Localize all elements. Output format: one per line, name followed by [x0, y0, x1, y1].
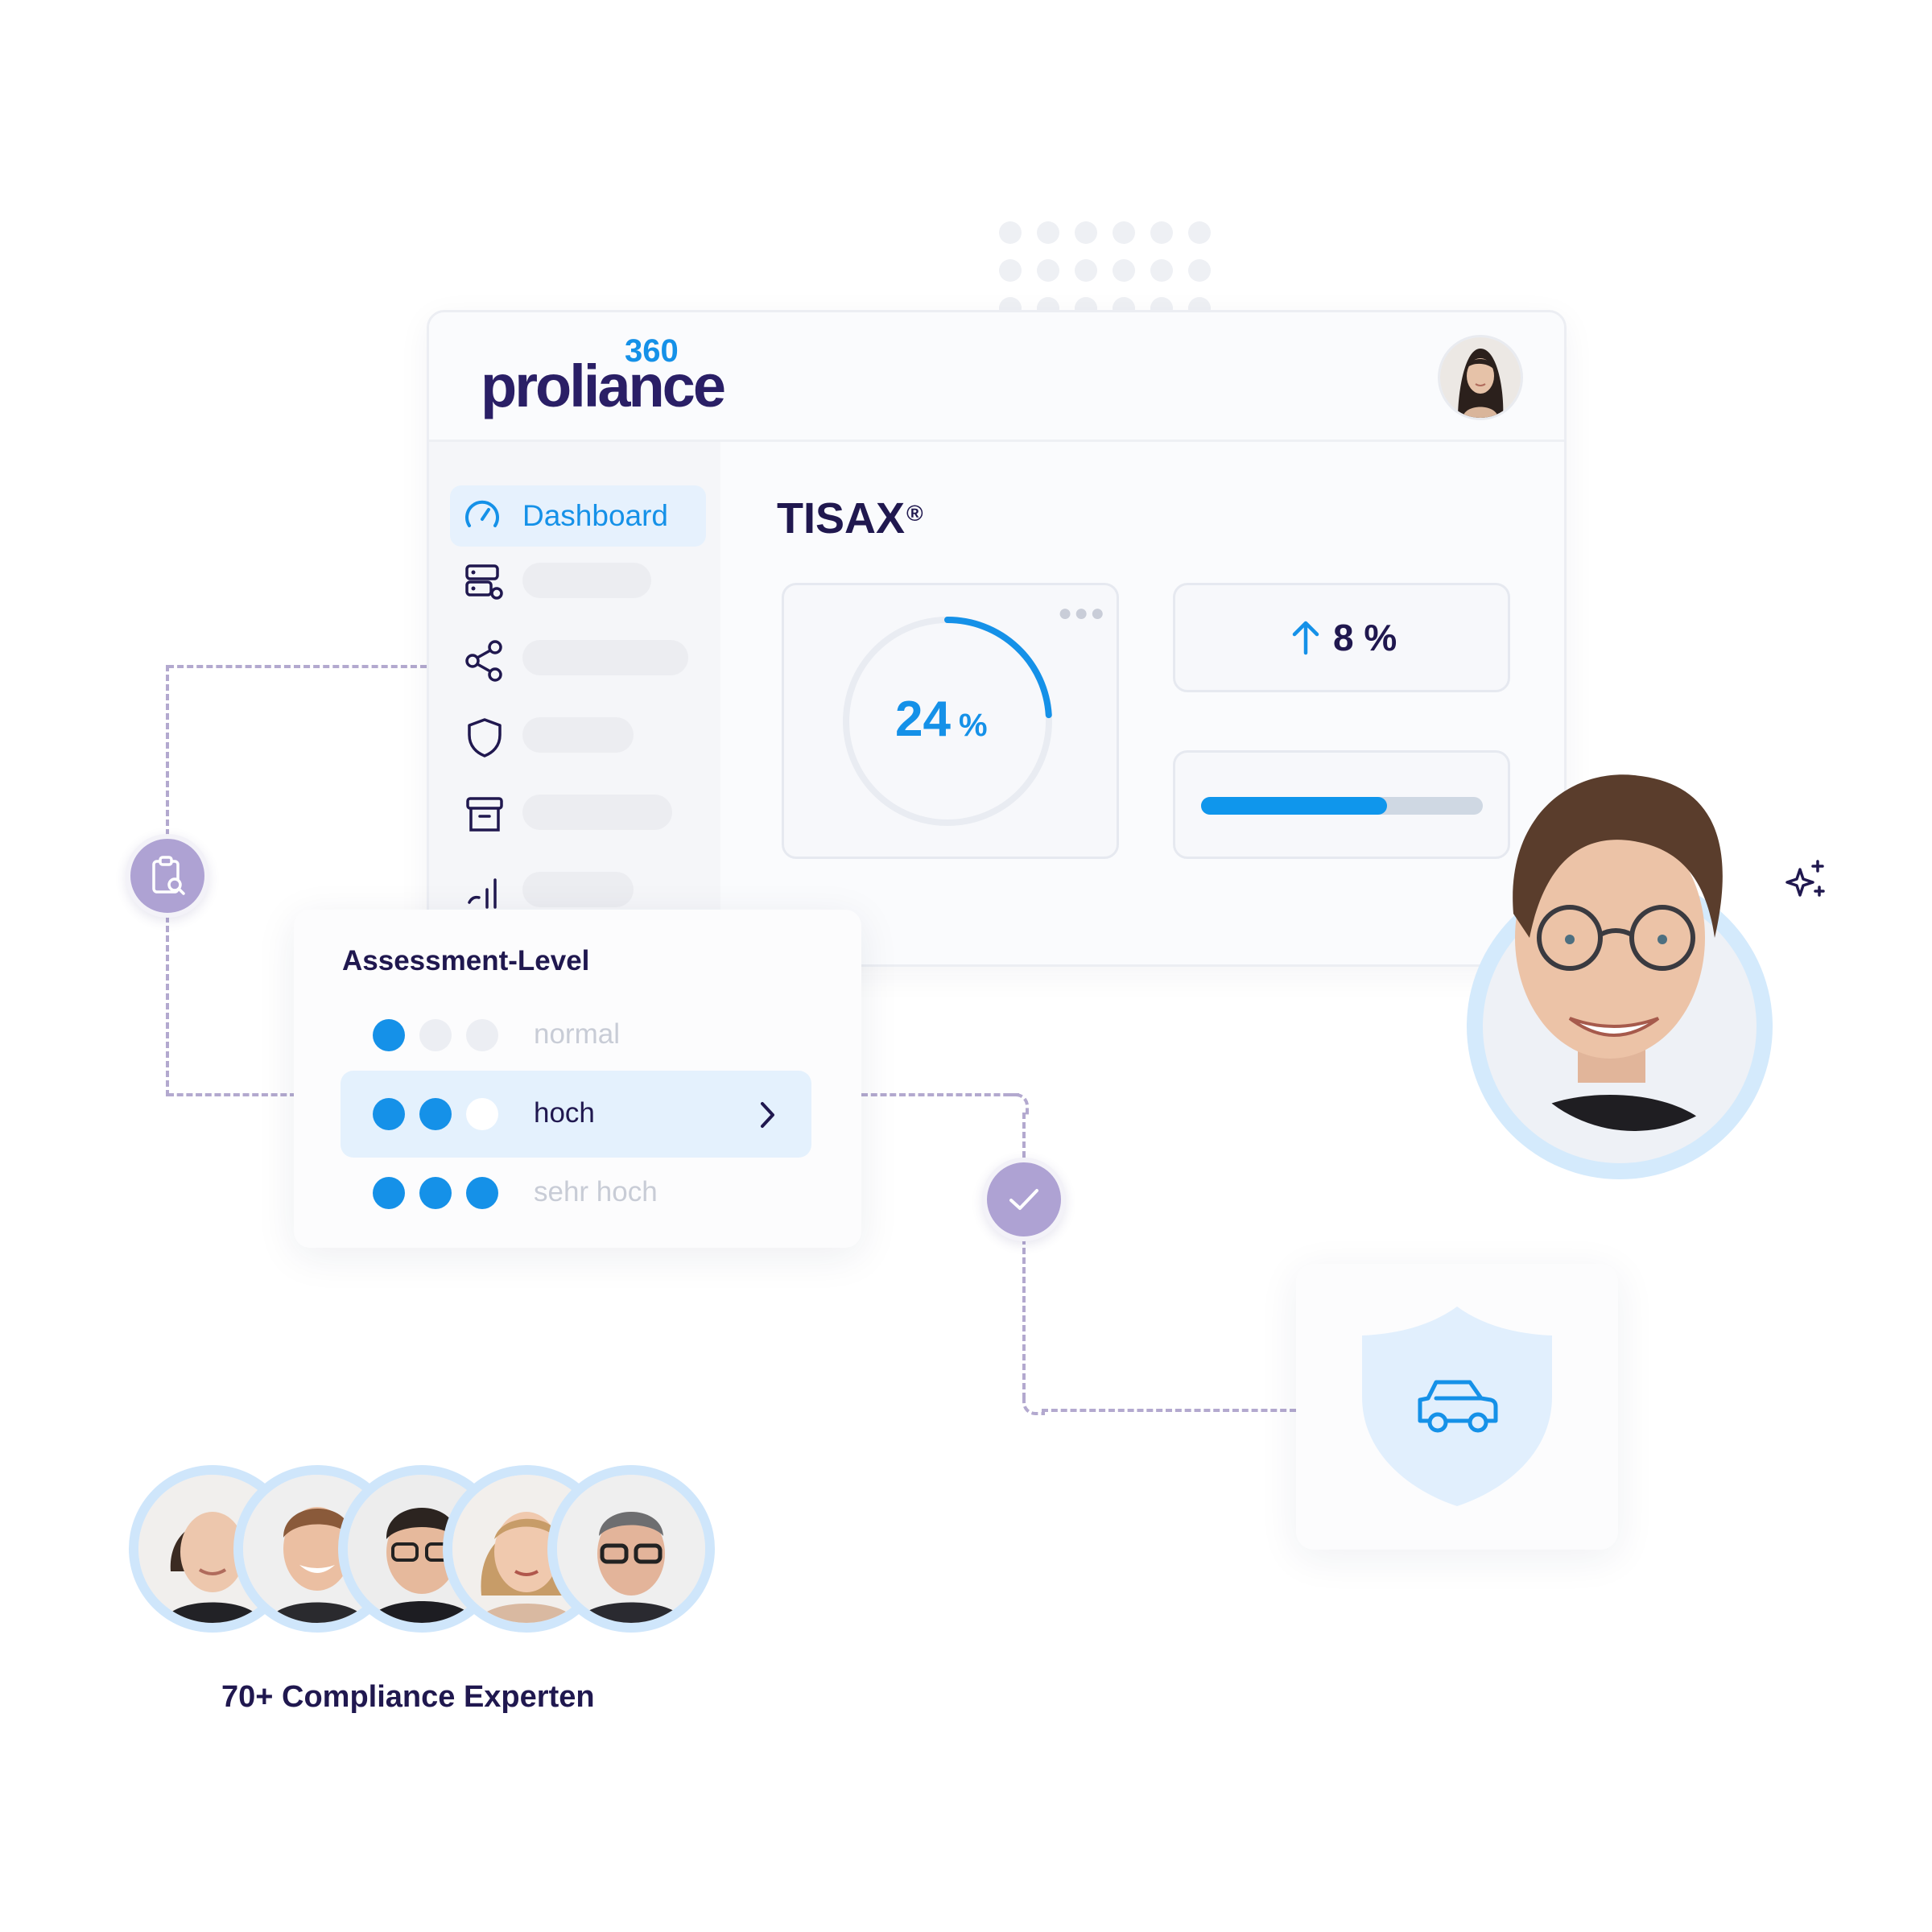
level-dot-empty: [466, 1098, 498, 1130]
decorative-dot: [1188, 297, 1211, 310]
decorative-dot: [1188, 259, 1211, 282]
experts-avatars: [129, 1465, 724, 1639]
decorative-dot: [1113, 297, 1135, 310]
shield-icon[interactable]: [463, 716, 506, 759]
check-badge: [982, 1158, 1066, 1241]
gauge-number: 24: [895, 691, 951, 747]
chart-icon[interactable]: [463, 870, 506, 914]
decorative-dot: [1188, 221, 1211, 244]
page-title: TISAX®: [777, 494, 923, 543]
logo-superscript: 360: [625, 333, 679, 369]
decorative-dot: [1113, 221, 1135, 244]
level-option-hoch[interactable]: hoch: [341, 1071, 811, 1158]
level-dot-filled: [419, 1098, 452, 1130]
sidebar-item-placeholder[interactable]: [522, 717, 634, 753]
share-icon[interactable]: [463, 639, 506, 683]
sidebar: Dashboard: [429, 442, 720, 964]
app-header: proliance 360: [429, 312, 1564, 442]
gauge-value: 24%: [895, 691, 988, 753]
archive-icon[interactable]: [463, 793, 506, 836]
connector-corner: [1006, 1093, 1029, 1116]
sidebar-item-placeholder[interactable]: [522, 640, 688, 675]
app-window: proliance 360 Dashboard: [427, 310, 1567, 967]
sparkle-icon: [1785, 860, 1825, 897]
trend-stat-card[interactable]: 8 %: [1173, 583, 1510, 692]
arrow-up-icon: [1292, 621, 1319, 655]
level-dot-filled: [373, 1177, 405, 1209]
more-options-icon[interactable]: ●●●: [1058, 600, 1107, 626]
experts-caption: 70+ Compliance Experten: [221, 1680, 595, 1714]
decorative-dot: [1037, 259, 1059, 282]
level-label: sehr hoch: [534, 1176, 658, 1208]
avatar-portrait-icon: [1440, 337, 1521, 418]
gauge-unit: %: [958, 708, 988, 743]
decorative-dot: [1037, 221, 1059, 244]
connector-line: [167, 665, 427, 668]
sidebar-item-placeholder[interactable]: [522, 872, 634, 907]
progress-bar-track: [1201, 797, 1483, 815]
clipboard-search-badge: [126, 834, 209, 918]
expert-face: [557, 1475, 705, 1623]
decorative-dot: [1075, 297, 1097, 310]
decorative-dot: [1113, 259, 1135, 282]
registered-mark: ®: [906, 501, 923, 526]
connector-line: [861, 1093, 1019, 1096]
decorative-dot-grid: [999, 221, 1216, 310]
decorative-dot: [1150, 259, 1173, 282]
server-settings-icon[interactable]: [463, 561, 506, 605]
level-option-normal[interactable]: normal: [341, 992, 811, 1079]
car-shield-icon: [1362, 1307, 1552, 1506]
gauge-icon: [465, 500, 499, 527]
progress-gauge-card[interactable]: 24% ●●●: [782, 583, 1119, 859]
level-dot-filled: [373, 1098, 405, 1130]
connector-line: [1042, 1409, 1296, 1412]
trend-value: 8 %: [1333, 616, 1397, 659]
progress-bar-fill: [1201, 797, 1387, 815]
chevron-right-icon: [761, 1102, 774, 1128]
level-option-sehr-hoch[interactable]: sehr hoch: [341, 1150, 811, 1236]
clipboard-search-icon: [152, 856, 185, 895]
level-dot-filled: [373, 1019, 405, 1051]
connector-corner: [1022, 1393, 1045, 1415]
level-dot-filled: [419, 1177, 452, 1209]
decorative-dot: [1075, 221, 1097, 244]
logo-wordmark: proliance: [481, 353, 726, 419]
decorative-dot: [1150, 221, 1173, 244]
assessment-level-panel: Assessment-Level normal hoch sehr hoch: [294, 910, 861, 1248]
user-avatar[interactable]: [1438, 335, 1523, 420]
sidebar-item-label: Dashboard: [522, 499, 669, 532]
decorative-dot: [999, 259, 1022, 282]
sidebar-item-dashboard[interactable]: Dashboard: [450, 485, 706, 547]
trend-unit: %: [1364, 617, 1397, 658]
decorative-dot: [1075, 259, 1097, 282]
connector-line: [167, 1093, 296, 1096]
sidebar-item-placeholder[interactable]: [522, 563, 651, 598]
assessment-title: Assessment-Level: [342, 945, 590, 976]
trend-number: 8: [1333, 617, 1354, 658]
progress-bar-card[interactable]: [1173, 750, 1510, 859]
level-dot-empty: [466, 1019, 498, 1051]
sidebar-item-placeholder[interactable]: [522, 795, 672, 830]
car-shield-card: [1296, 1264, 1618, 1550]
progress-gauge: [843, 617, 1052, 826]
decorative-dot: [1037, 297, 1059, 310]
decorative-dot: [999, 221, 1022, 244]
decorative-dot: [1150, 297, 1173, 310]
check-icon: [1009, 1189, 1038, 1210]
level-dot-filled: [466, 1177, 498, 1209]
level-dot-empty: [419, 1019, 452, 1051]
level-label: hoch: [534, 1097, 595, 1129]
level-label: normal: [534, 1018, 620, 1050]
page-title-text: TISAX: [777, 494, 906, 543]
expert-avatar: [547, 1465, 715, 1633]
person-icon: [557, 1475, 705, 1623]
decorative-dot: [999, 297, 1022, 310]
connector-line: [1022, 1113, 1026, 1399]
expert-portrait-icon: [1497, 774, 1723, 1131]
